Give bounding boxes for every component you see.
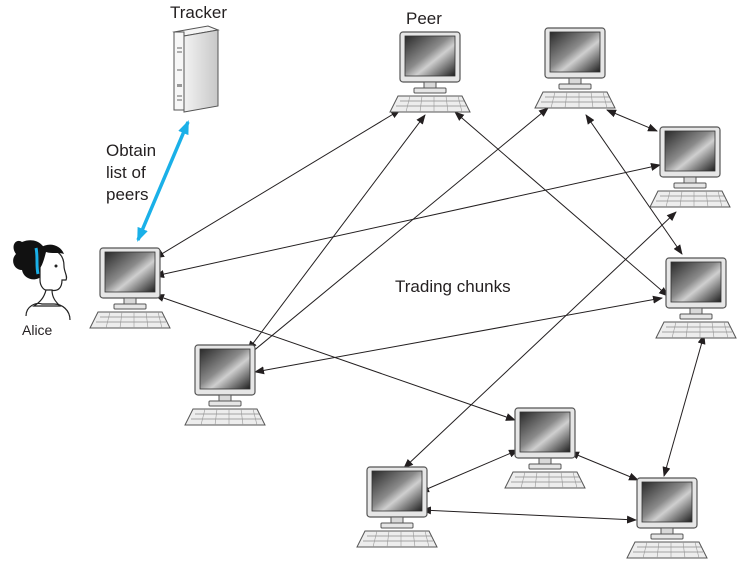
obtain-label-line-2: list of [106,163,146,182]
peer-right-upper-computer-icon [649,126,731,208]
obtain-label-line-1: Obtain [106,141,157,160]
peer-label: Peer [406,9,442,28]
edge-peer-center-bottom-to-peer-bottom-left [419,449,519,493]
edge-peer-top-to-peer-right-middle [454,111,669,297]
edge-alice-pc-to-peer-right-upper [154,163,661,278]
tracker-label: Tracker [170,3,227,22]
edge-peer-top-right-to-peer-left [239,107,549,363]
obtain-label-line-3: peers [106,185,149,204]
peer-top-computer-icon [389,31,471,113]
edge-peer-bottom-left-to-peer-bottom-right [421,506,637,524]
edge-peer-top-right-to-peer-right-upper [606,109,658,132]
obtain-peers-label: Obtain list of peers [106,140,156,206]
edge-peer-top-to-peer-left [247,114,426,351]
alice-label: Alice [22,322,53,338]
alice-computer-icon [89,247,171,329]
alice-person-icon [13,240,71,321]
tracker-server-icon [172,25,220,113]
peer-right-middle-computer-icon [655,257,737,339]
edge-peer-left-to-peer-right-middle [254,295,663,375]
peer-bottom-left-computer-icon [356,466,438,548]
peer-left-computer-icon [184,344,266,426]
edge-peer-right-middle-to-peer-bottom-right [662,334,706,477]
edge-peer-center-bottom-to-peer-bottom-right [569,451,639,481]
edges [136,107,706,524]
trading-chunks-label: Trading chunks [395,277,511,296]
peer-top-right-computer-icon [534,27,616,109]
peer-bottom-right-computer-icon [626,477,708,559]
edge-peer-right-upper-to-peer-bottom-left [403,211,677,469]
peer-center-bottom-computer-icon [504,407,586,489]
edge-alice-pc-to-peer-top [154,109,401,259]
